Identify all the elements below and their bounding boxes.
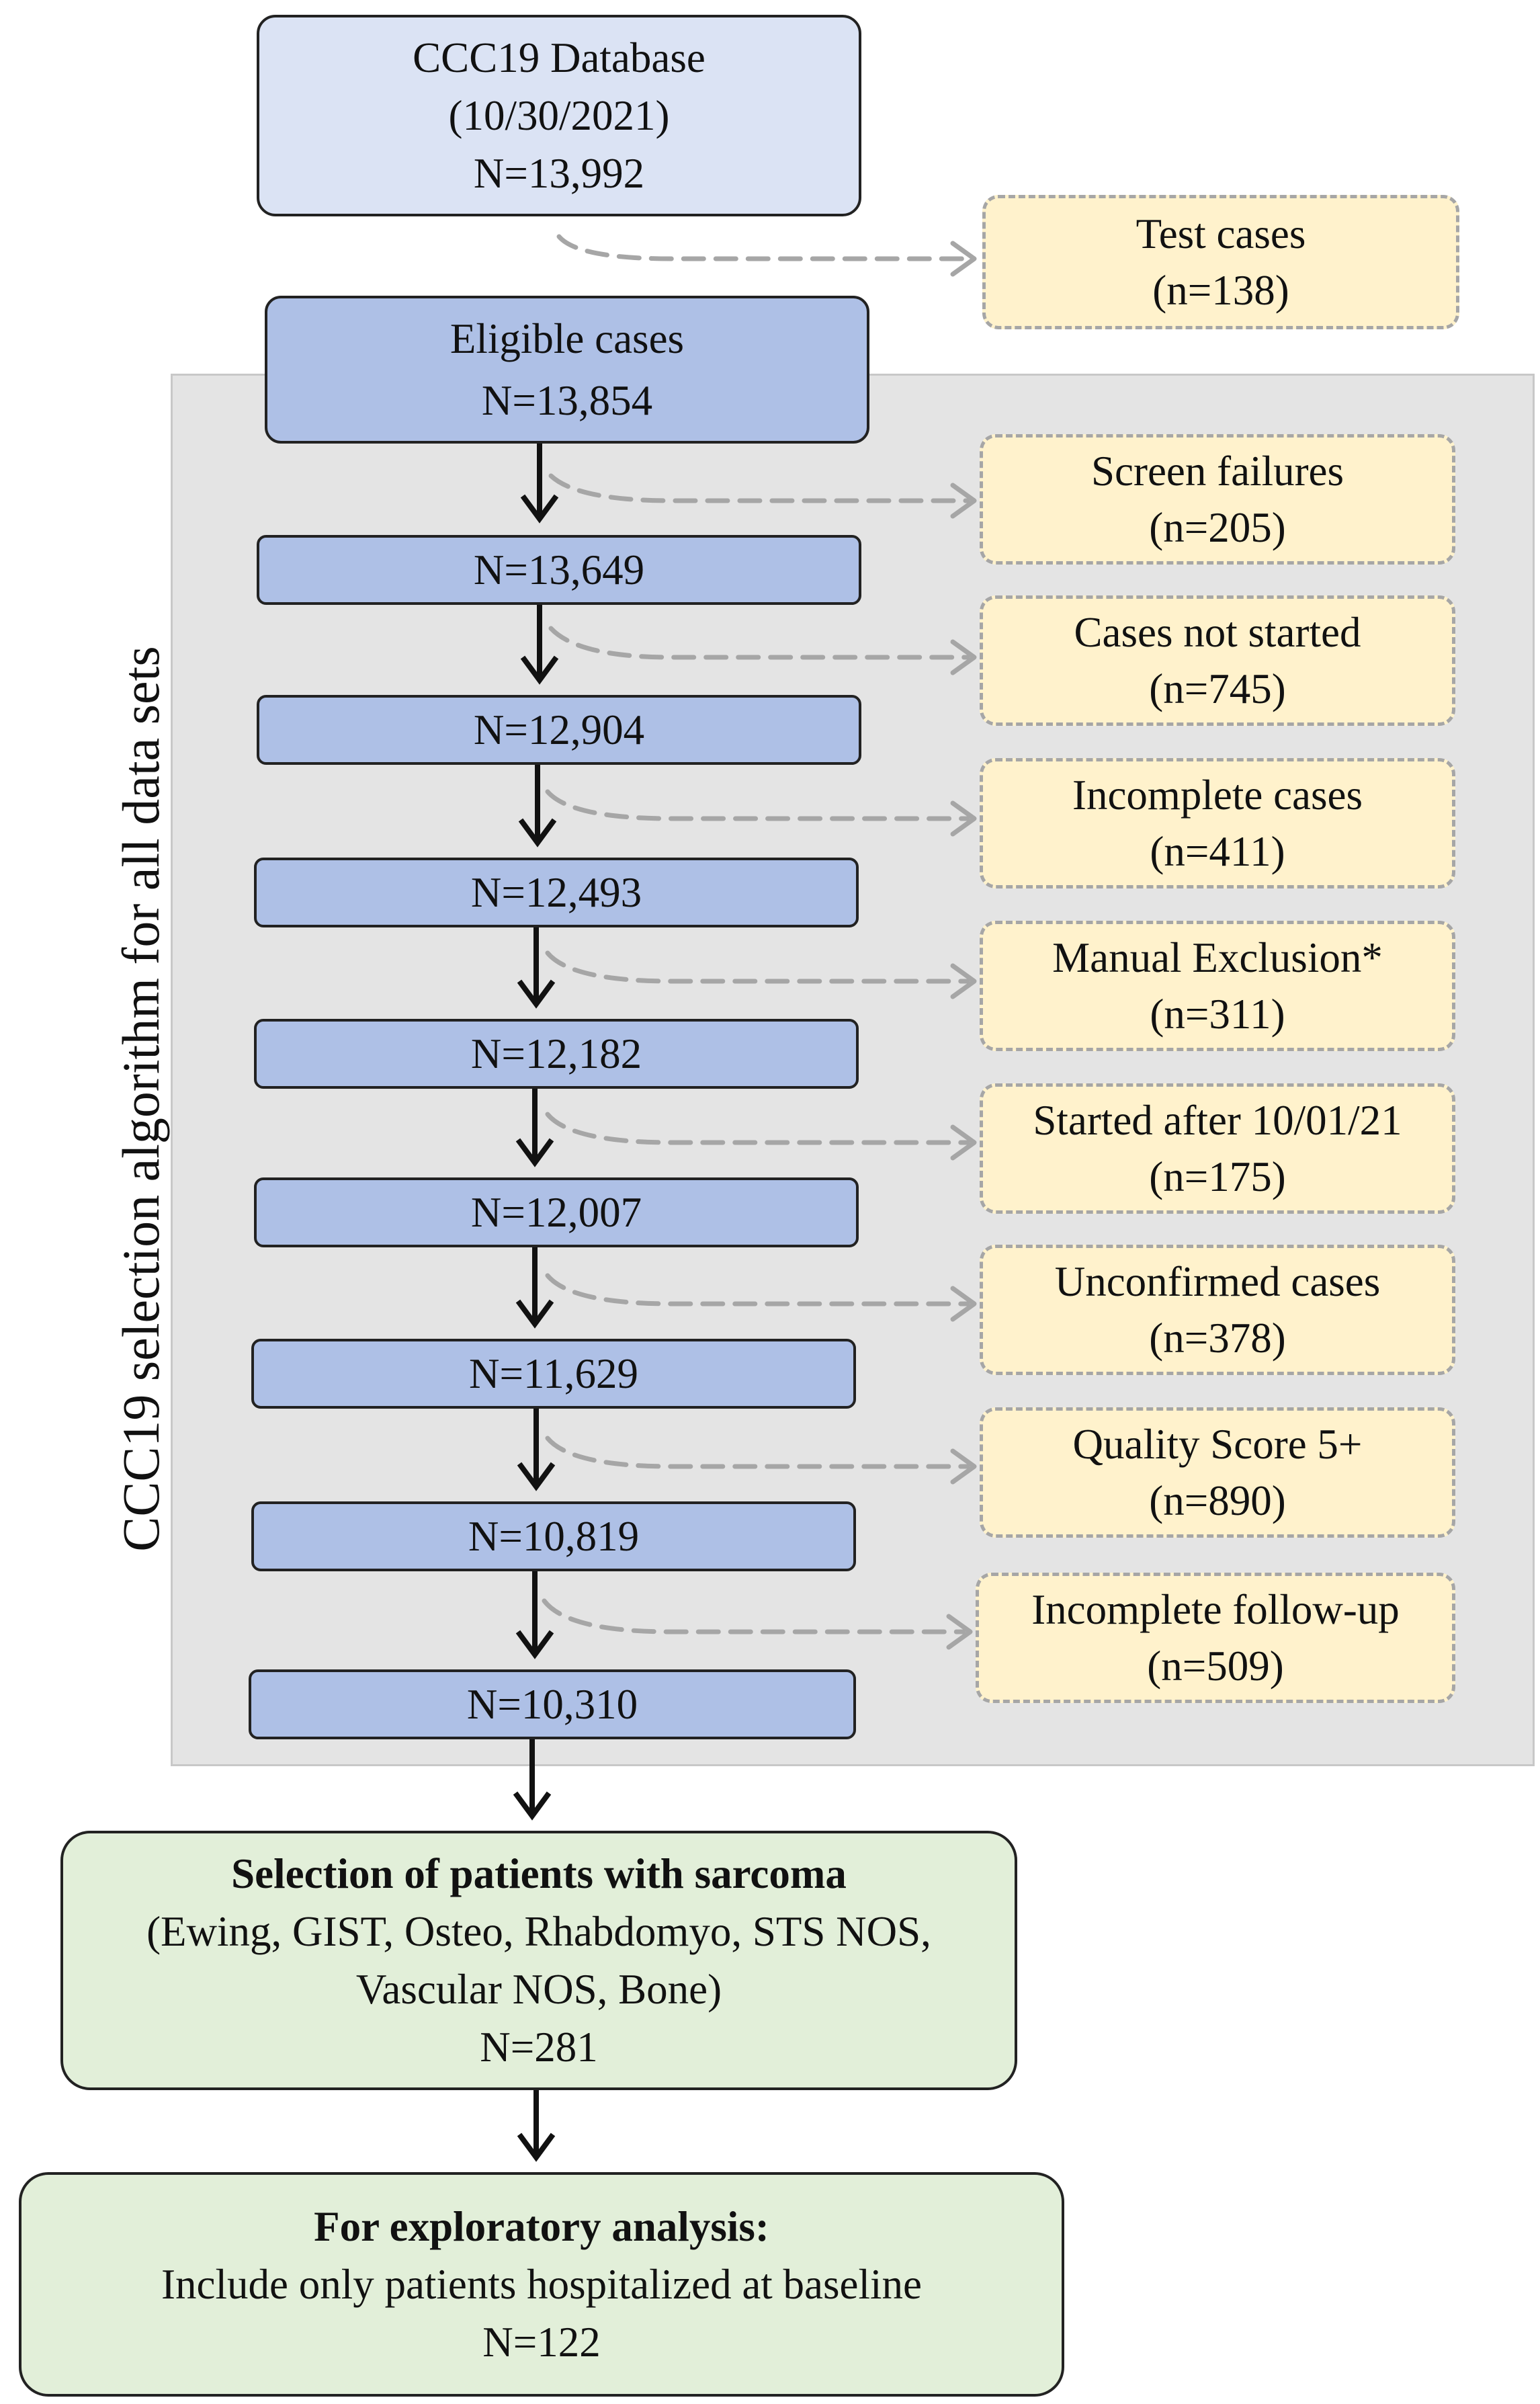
exclusion-arrowhead: [950, 1124, 977, 1161]
exclusion-count: (n=205): [1149, 504, 1286, 551]
flow-arrowhead: [517, 1462, 556, 1491]
exclusion-arrowhead: [946, 1614, 973, 1650]
flow-arrowhead: [515, 1630, 554, 1659]
exclusion-arrow: [545, 1112, 970, 1145]
database-box: CCC19 Database (10/30/2021) N=13,992: [257, 15, 861, 216]
exclusion-arrow: [542, 1598, 966, 1634]
step-box: N=12,182: [254, 1019, 859, 1089]
exclusion-box: Screen failures (n=205): [980, 434, 1455, 565]
exclusion-arrowheads: [946, 241, 977, 1650]
exclusion-arrowhead: [950, 241, 977, 277]
exclusion-arrowhead: [950, 639, 977, 675]
exclusion-arrowhead: [950, 1448, 977, 1485]
exclusion-count: (n=745): [1149, 665, 1286, 712]
exclusion-label: Incomplete follow-up: [1031, 1586, 1400, 1633]
step-box: N=12,493: [254, 858, 859, 927]
step-box: N=11,629: [251, 1339, 856, 1409]
exclusion-arrowhead: [950, 483, 977, 519]
exclusion-box-test-cases: Test cases (n=138): [982, 195, 1459, 329]
exclusion-box: Incomplete follow-up (n=509): [976, 1573, 1455, 1703]
exclusion-count: (n=311): [1150, 991, 1285, 1038]
step-box: N=12,904: [257, 695, 861, 765]
exploratory-analysis-box: For exploratory analysis: Include only p…: [19, 2172, 1064, 2397]
exclusion-label: Screen failures: [1090, 448, 1344, 495]
sarcoma-selection-box: Selection of patients with sarcoma (Ewin…: [60, 1831, 1017, 2090]
step-box: N=12,007: [254, 1177, 859, 1247]
step-box: N=10,819: [251, 1501, 856, 1571]
exclusion-arrowhead: [950, 1286, 977, 1322]
eligible-count: N=13,854: [481, 377, 653, 424]
exclusion-arrow: [545, 950, 970, 984]
exclusion-arrow: [545, 1436, 970, 1469]
exclusion-box: Manual Exclusion* (n=311): [980, 921, 1455, 1051]
exclusion-box: Cases not started (n=745): [980, 595, 1455, 726]
exclusion-arrow: [545, 1273, 970, 1307]
sarcoma-count: N=281: [480, 2024, 598, 2071]
exclusion-label: Cases not started: [1074, 609, 1361, 656]
flow-arrowhead: [515, 1138, 554, 1167]
exclusion-arrows: [542, 234, 970, 1634]
step-count: N=12,182: [470, 1030, 642, 1077]
exclusion-count: (n=509): [1147, 1643, 1284, 1690]
exclusion-count: (n=890): [1149, 1477, 1286, 1524]
exclusion-label: Quality Score 5+: [1072, 1421, 1363, 1468]
step-count: N=13,649: [473, 546, 645, 593]
sarcoma-subtypes-cont: Vascular NOS, Bone): [355, 1966, 722, 2013]
exclusion-arrow: [548, 626, 970, 660]
eligible-label: Eligible cases: [450, 315, 685, 362]
flow-arrowhead: [515, 1299, 554, 1329]
exclusion-arrow: [545, 789, 970, 821]
exclusion-arrowhead: [950, 800, 977, 837]
exclusion-label: Unconfirmed cases: [1054, 1258, 1381, 1305]
exploratory-title: For exploratory analysis:: [314, 2203, 769, 2250]
exclusion-arrow: [556, 234, 970, 261]
exclusion-count: (n=378): [1149, 1315, 1286, 1362]
flow-arrowhead: [518, 818, 557, 847]
database-title: CCC19 Database: [413, 34, 705, 81]
step-count: N=10,819: [468, 1512, 640, 1560]
exclusion-box: Started after 10/01/21 (n=175): [980, 1083, 1455, 1214]
exploratory-count: N=122: [482, 2319, 601, 2366]
step-count: N=12,904: [473, 706, 645, 753]
exclusion-count: (n=138): [1152, 267, 1289, 314]
exclusion-count: (n=411): [1150, 828, 1285, 875]
step-count: N=10,310: [466, 1680, 638, 1728]
step-box: N=10,310: [249, 1669, 856, 1739]
step-count: N=11,629: [469, 1350, 638, 1397]
exclusion-label: Manual Exclusion*: [1052, 934, 1383, 981]
eligible-cases-box: Eligible cases N=13,854: [265, 296, 869, 444]
sarcoma-title: Selection of patients with sarcoma: [231, 1850, 847, 1897]
exploratory-criteria: Include only patients hospitalized at ba…: [161, 2261, 922, 2308]
flow-arrowhead: [517, 2132, 556, 2162]
exclusion-count: (n=175): [1149, 1153, 1286, 1200]
exclusion-label: Incomplete cases: [1072, 772, 1363, 819]
flow-arrowhead: [520, 655, 559, 685]
exclusion-box: Unconfirmed cases (n=378): [980, 1245, 1455, 1375]
exclusion-label: Test cases: [1136, 210, 1306, 257]
exclusion-arrowhead: [950, 963, 977, 999]
flow-arrowhead: [520, 494, 559, 524]
flow-arrowhead: [513, 1791, 552, 1821]
database-date: (10/30/2021): [448, 92, 670, 139]
exclusion-label: Started after 10/01/21: [1033, 1097, 1402, 1144]
exclusion-box: Quality Score 5+ (n=890): [980, 1407, 1455, 1538]
exclusion-box: Incomplete cases (n=411): [980, 758, 1455, 888]
sarcoma-subtypes: (Ewing, GIST, Osteo, Rhabdomyo, STS NOS,: [146, 1908, 931, 1955]
step-count: N=12,493: [470, 868, 642, 916]
exclusion-arrow: [548, 473, 970, 503]
step-box: N=13,649: [257, 535, 861, 605]
step-count: N=12,007: [470, 1188, 642, 1236]
flow-arrowhead: [517, 979, 556, 1009]
database-count: N=13,992: [473, 150, 645, 197]
main-flow-arrows: [513, 444, 559, 2162]
